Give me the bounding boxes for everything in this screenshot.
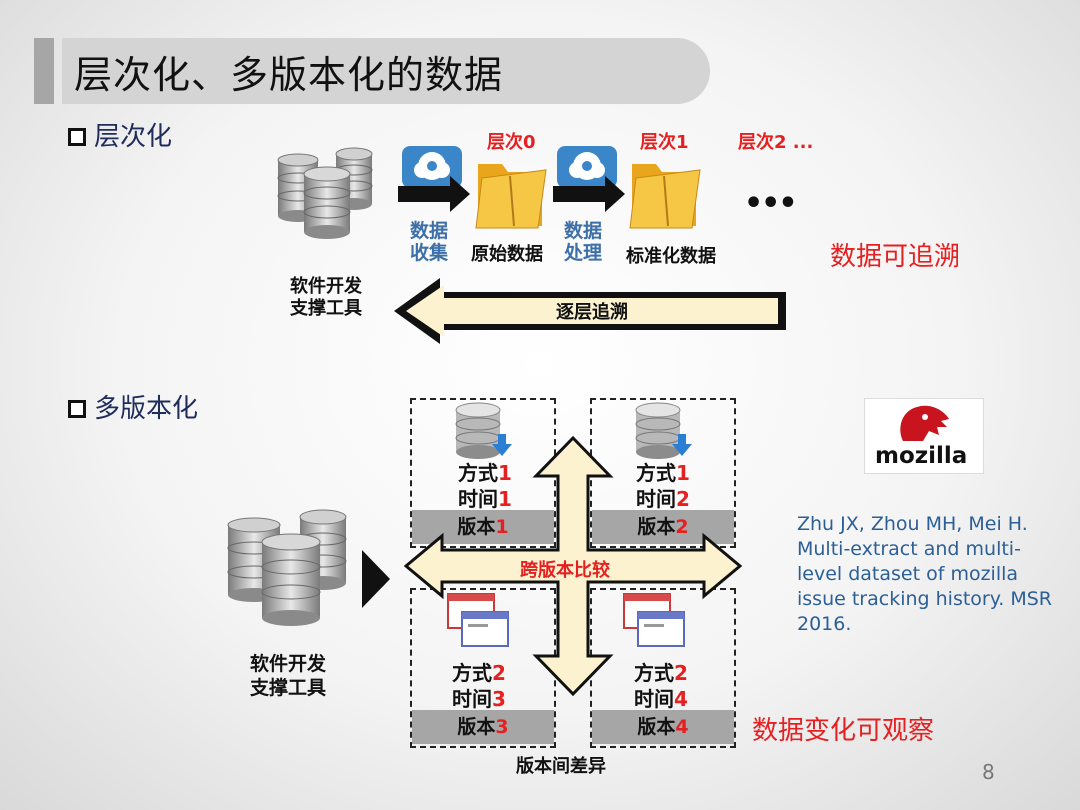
mozilla-logo: mozilla (864, 398, 984, 474)
version-1-details: 方式1 时间1 (458, 461, 512, 511)
browser-window-icon-2 (623, 593, 685, 647)
cross-compare-label: 跨版本比较 (520, 560, 610, 581)
cross-compare-arrow (404, 436, 742, 696)
process-label: 数据处理 (564, 220, 603, 264)
trace-arrow (394, 278, 786, 344)
raw-data-label: 原始数据 (471, 244, 543, 265)
database-icon (277, 147, 373, 239)
version-4-bar: 版本4 (592, 710, 734, 744)
mozilla-wordmark: mozilla (875, 443, 968, 469)
bullet-square-icon (68, 128, 86, 146)
title-accent-bar (34, 38, 54, 104)
bullet-multiversion: 多版本化 (68, 388, 198, 425)
cloud-gear-icon (398, 146, 470, 212)
version-3-bar: 版本3 (412, 710, 554, 744)
version-diff-label: 版本间差异 (516, 756, 606, 777)
page-number: 8 (982, 760, 995, 784)
version-1-bar: 版本1 (412, 510, 554, 544)
citation: Zhu JX, Zhou MH, Mei H. Multi-extract an… (797, 513, 1052, 635)
level-1-label: 层次1 (640, 132, 689, 153)
version-3-details: 方式2 时间3 (452, 661, 506, 711)
slide-title: 层次化、多版本化的数据 (74, 53, 504, 97)
trace-arrow-label: 逐层追溯 (556, 302, 628, 323)
std-data-label: 标准化数据 (626, 246, 716, 267)
tool-label-1: 软件开发支撑工具 (290, 276, 362, 319)
database-icon-large (227, 509, 347, 626)
collect-label: 数据收集 (410, 220, 449, 264)
cloud-gear-icon-2 (553, 146, 625, 212)
ellipsis-dots: ••• (744, 186, 798, 221)
observable-label: 数据变化可观察 (752, 716, 935, 746)
folder-icon-2 (629, 164, 701, 229)
version-2-details: 方式1 时间2 (636, 461, 690, 511)
browser-window-icon (447, 593, 509, 647)
dino-head-icon (900, 405, 949, 441)
folder-icon (475, 164, 547, 229)
title-bar (62, 38, 710, 104)
tool-label-2: 软件开发支撑工具 (250, 653, 327, 699)
level-2-label: 层次2 ... (738, 132, 814, 153)
right-arrow-icon (362, 550, 390, 608)
bullet-hierarchical: 层次化 (68, 116, 172, 153)
version-4-details: 方式2 时间4 (634, 661, 688, 711)
level-0-label: 层次0 (487, 132, 536, 153)
version-2-bar: 版本2 (592, 510, 734, 544)
small-database-icon (455, 402, 512, 459)
traceable-label: 数据可追溯 (830, 242, 961, 272)
small-database-icon-2 (635, 402, 692, 459)
bullet-square-icon (68, 400, 86, 418)
